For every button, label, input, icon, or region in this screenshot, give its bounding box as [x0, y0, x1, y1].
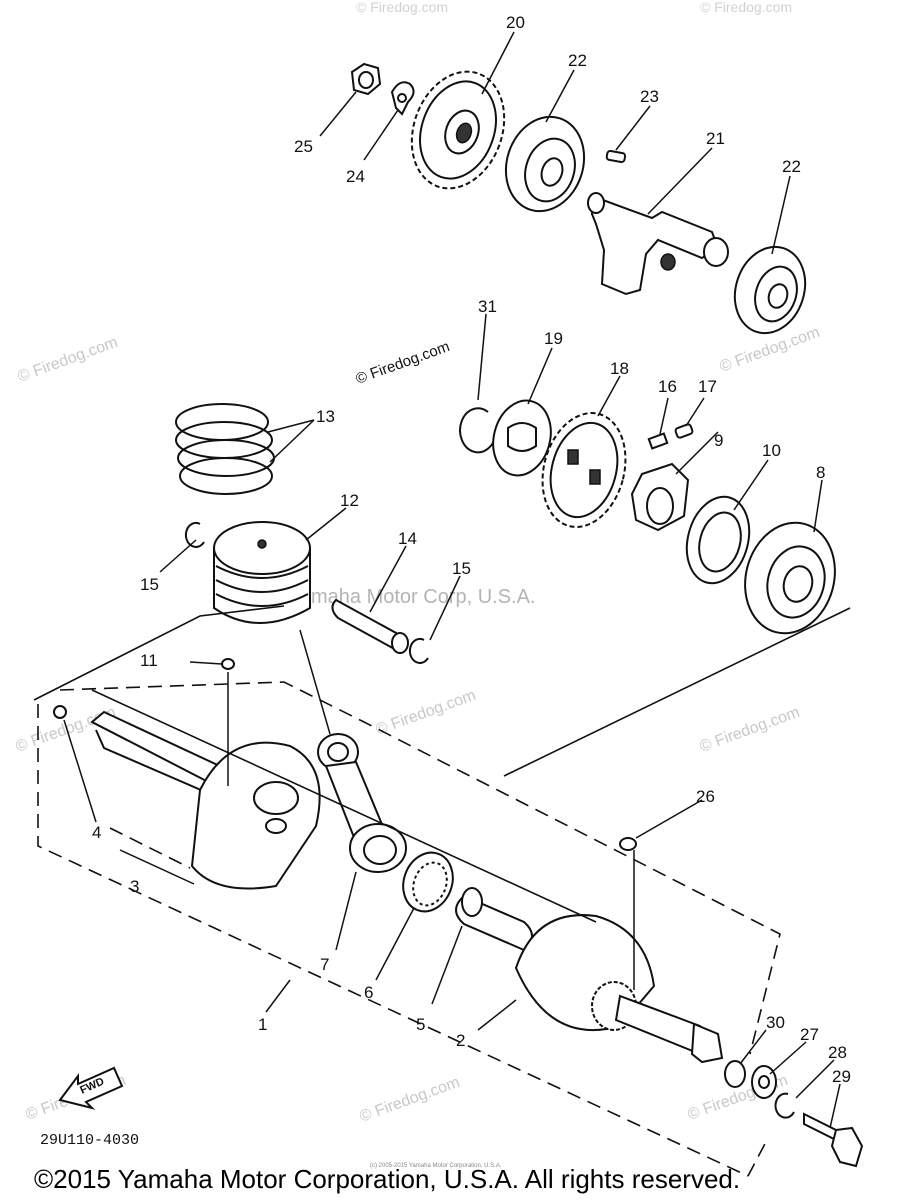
- bolt-part-29: [803, 1112, 864, 1168]
- washer-part-28: [774, 1092, 795, 1119]
- bearing-part-8: [744, 521, 836, 635]
- fwd-arrow-icon: FWD: [58, 1066, 124, 1110]
- callout-7: 7: [320, 955, 329, 974]
- bearing-part-22-lower: [733, 245, 807, 335]
- plug-part-4: [53, 705, 67, 719]
- footer-copyright: ©2015 Yamaha Motor Corporation, U.S.A. A…: [34, 1164, 740, 1194]
- plate-part-19: [492, 399, 552, 477]
- watermark-firedog: © Firedog.com: [698, 704, 803, 756]
- tiny-copyright: (c) 2005-2015 Yamaha Motor Corporation, …: [370, 1163, 502, 1169]
- callout-9: 9: [714, 431, 723, 450]
- bearing-part-22-upper: [504, 115, 586, 213]
- diagram-code: 29U110-4030: [40, 1132, 139, 1149]
- watermark-firedog: © Firedog.com: [374, 687, 479, 739]
- gear-part-20: [410, 70, 506, 190]
- watermark-firedog: © Firedog.com: [358, 1074, 463, 1126]
- callout-19: 19: [544, 329, 563, 348]
- callout-3: 3: [130, 877, 139, 896]
- callout-15-left: 15: [140, 575, 159, 594]
- callout-27: 27: [800, 1025, 819, 1044]
- callout-12: 12: [340, 491, 359, 510]
- piston-part-12: [213, 521, 311, 624]
- watermark-firedog: © Firedog.com: [700, 0, 792, 15]
- callout-20: 20: [506, 13, 525, 32]
- callout-2: 2: [456, 1031, 465, 1050]
- crank-left-part-3: [90, 710, 321, 890]
- callout-30: 30: [766, 1013, 785, 1032]
- nut-part-25: [350, 62, 382, 96]
- watermark-firedog: © Firedog.com: [356, 0, 448, 15]
- circlip-part-31: [459, 407, 497, 454]
- connecting-rod-part-7: [317, 733, 407, 873]
- key-part-26: [619, 837, 637, 851]
- callout-22-upper: 22: [568, 51, 587, 70]
- circlip-part-15-right: [408, 637, 429, 664]
- callout-29: 29: [832, 1067, 851, 1086]
- callout-11: 11: [140, 651, 158, 670]
- lock-washer-part-24: [390, 81, 415, 116]
- spring-part-16: [647, 432, 669, 450]
- crank-pin-part-5: [455, 887, 533, 952]
- callout-10: 10: [762, 441, 781, 460]
- callout-31: 31: [478, 297, 497, 316]
- callout-28: 28: [828, 1043, 847, 1062]
- callout-16: 16: [658, 377, 677, 396]
- circlip-part-15-left: [184, 521, 205, 548]
- callout-17: 17: [698, 377, 717, 396]
- key-part-11: [221, 658, 235, 670]
- callout-13: 13: [316, 407, 335, 426]
- needle-bearing-part-6: [402, 851, 454, 913]
- watermark-firedog-dark: © Firedog.com: [354, 338, 452, 388]
- callout-5: 5: [416, 1015, 425, 1034]
- callout-23: 23: [640, 87, 659, 106]
- washer-part-27: [751, 1065, 777, 1099]
- callout-22-lower: 22: [782, 157, 801, 176]
- pin-part-17: [674, 423, 694, 439]
- callout-26: 26: [696, 787, 715, 806]
- washer-part-10: [685, 495, 751, 585]
- callout-15-right: 15: [452, 559, 471, 578]
- callout-8: 8: [816, 463, 825, 482]
- callout-4: 4: [92, 823, 101, 842]
- callout-1: 1: [258, 1015, 267, 1034]
- assembly-boundary: [33, 605, 851, 1177]
- watermark-yamaha: Yamaha Motor Corp, U.S.A.: [288, 586, 536, 608]
- watermark-firedog: © Firedog.com: [16, 334, 121, 386]
- callout-numbers: 1 2 3 4 5 6 7 8 9 10 11 12 13 14 15 15 1…: [92, 13, 851, 1086]
- callout-25: 25: [294, 137, 313, 156]
- crank-right-part-2: [514, 914, 724, 1064]
- oring-part-30: [724, 1060, 746, 1088]
- callout-14: 14: [398, 529, 417, 548]
- key-part-23: [605, 149, 627, 164]
- callout-6: 6: [364, 983, 373, 1002]
- lock-nut-part-9: [630, 462, 690, 532]
- callout-21: 21: [706, 129, 725, 148]
- leader-lines: [63, 31, 841, 1129]
- piston-pin-part-14: [331, 598, 409, 654]
- callout-18: 18: [610, 359, 629, 378]
- balancer-shaft-part-21: [587, 192, 729, 296]
- callout-24: 24: [346, 167, 365, 186]
- piston-rings-part-13: [175, 403, 275, 495]
